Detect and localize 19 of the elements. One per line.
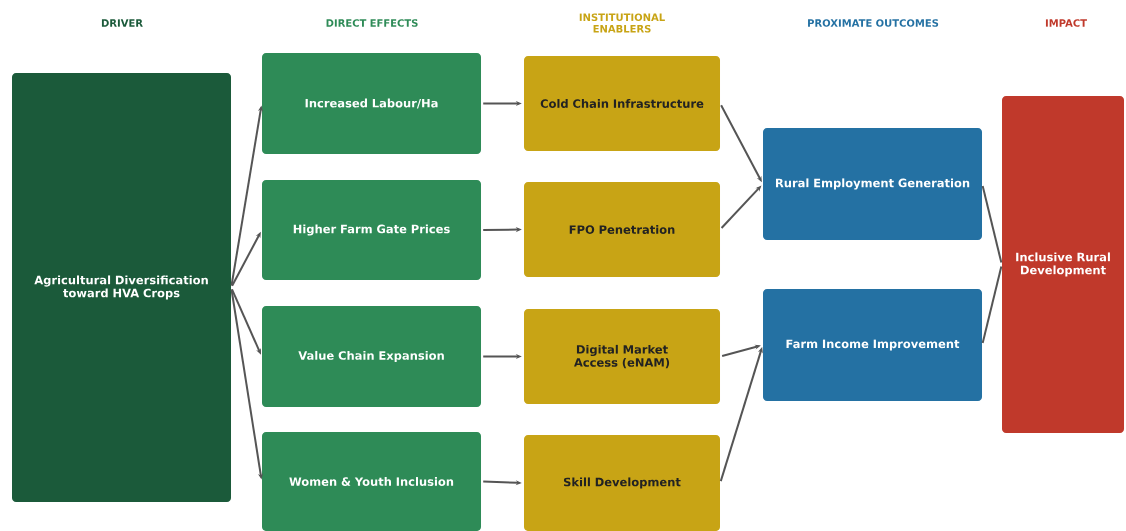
process-box: Cold Chain Infrastructure xyxy=(524,56,720,151)
process-box: Farm Income Improvement xyxy=(763,289,982,401)
column-header: PROXIMATE OUTCOMES xyxy=(808,19,939,27)
process-box: FPO Penetration xyxy=(524,182,720,277)
process-box: Increased Labour/Ha xyxy=(262,53,481,154)
process-box: Skill Development xyxy=(524,435,720,531)
process-box: Value Chain Expansion xyxy=(262,306,481,407)
process-box: Agricultural Diversification toward HVA Crops xyxy=(12,73,231,502)
arrow xyxy=(720,185,762,230)
column-header: IMPACT xyxy=(1045,19,1087,27)
process-box: Higher Farm Gate Prices xyxy=(262,180,481,280)
column-header: INSTITUTIONAL ENABLERS xyxy=(579,13,665,33)
process-box: Digital Market Access (eNAM) xyxy=(524,309,720,404)
column-header: DIRECT EFFECTS xyxy=(326,19,418,27)
column-header: DRIVER xyxy=(101,19,143,27)
process-box: Women & Youth Inclusion xyxy=(262,432,481,531)
arrow xyxy=(721,344,761,357)
process-box: Rural Employment Generation xyxy=(763,128,982,240)
process-box: Inclusive Rural Development xyxy=(1002,96,1124,433)
